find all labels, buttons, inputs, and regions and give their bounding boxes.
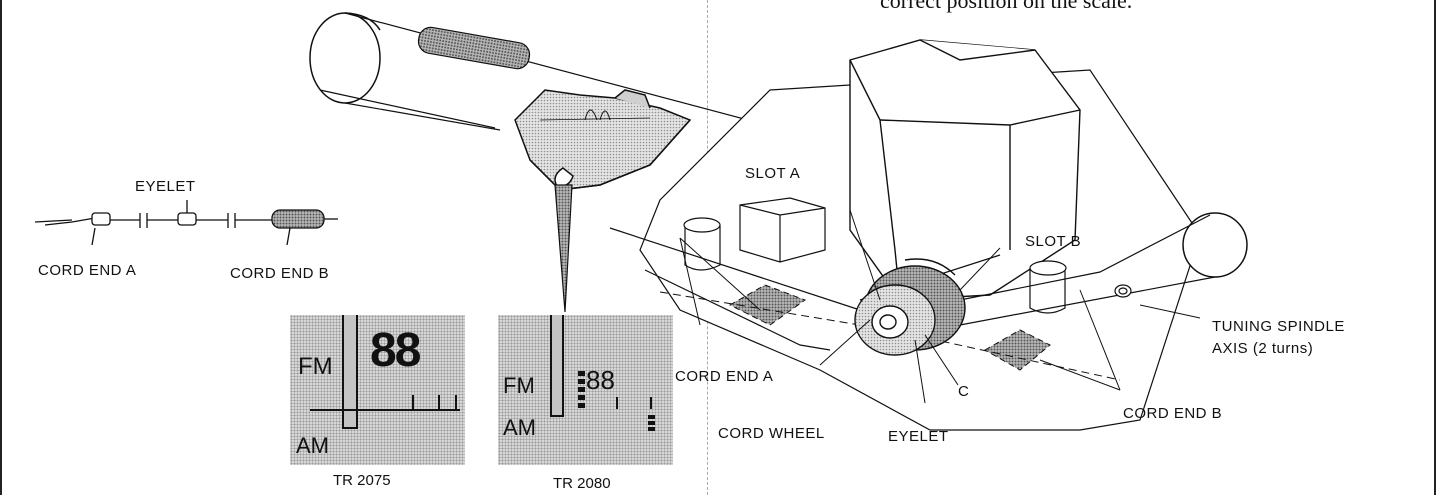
label-cord-end-b-left: CORD END B <box>230 265 330 282</box>
dial-frequency-88: 88 <box>586 365 615 395</box>
pointer-carriage <box>514 89 692 191</box>
label-slot-b: SLOT B <box>1025 233 1082 250</box>
cord-wheel <box>854 258 966 356</box>
dial-fm-label: FM <box>503 373 535 398</box>
caption-tr2080: TR 2080 <box>553 475 611 492</box>
dial-tick <box>616 397 618 409</box>
small-component <box>739 197 826 263</box>
label-cord-wheel: CORD WHEEL <box>718 425 825 442</box>
caption-tr2075: TR 2075 <box>333 472 391 489</box>
cylinder-right <box>1029 260 1067 314</box>
hidden-cord-path <box>659 291 1121 381</box>
dial-frequency-88: 88 <box>370 324 421 377</box>
dial-pointer-line <box>342 315 358 429</box>
label-tuning-spindle-line2: AXIS (2 turns) <box>1212 340 1314 357</box>
label-slot-a: SLOT A <box>745 165 801 182</box>
dial-scale-tr2075: FM 88 AM <box>290 315 465 465</box>
tuning-spindle <box>1114 284 1132 298</box>
dial-tick <box>455 395 457 409</box>
cylinder-left <box>683 217 721 271</box>
label-eyelet-bottom: EYELET <box>888 428 949 445</box>
label-c: C <box>958 383 970 400</box>
leader-lines <box>679 209 1201 404</box>
label-tuning-spindle-line1: TUNING SPINDLE <box>1212 318 1345 335</box>
dial-am-label: AM <box>503 415 536 440</box>
tuning-capacitor-block <box>849 39 1081 301</box>
dial-tick <box>438 395 440 409</box>
dial-pointer-line <box>550 315 564 417</box>
dial-cord-lower <box>609 214 1216 326</box>
label-cord-end-a-mid: CORD END A <box>675 368 774 385</box>
cord-end-a-slot <box>728 284 807 326</box>
dial-scale-line <box>310 409 460 411</box>
right-pulley <box>1182 212 1248 278</box>
dial-tick <box>412 395 414 409</box>
dial-fm-label: FM <box>298 353 333 380</box>
cord-detail-diagram <box>34 200 338 246</box>
label-eyelet-top: EYELET <box>135 178 196 195</box>
dial-scale-bars <box>648 415 655 433</box>
label-cord-end-a-left: CORD END A <box>38 262 137 279</box>
dial-scale-tr2080: FM 88 AM <box>498 315 673 465</box>
dial-pointer <box>554 184 573 313</box>
tension-spring <box>417 26 531 70</box>
cord-end-b-slot <box>983 329 1051 371</box>
label-cord-end-b-right: CORD END B <box>1123 405 1223 422</box>
dial-tick <box>650 397 652 409</box>
header-text-clipped: correct position on the scale. <box>880 0 1133 13</box>
dial-scale-bars <box>578 371 585 411</box>
dial-am-label: AM <box>296 433 329 458</box>
